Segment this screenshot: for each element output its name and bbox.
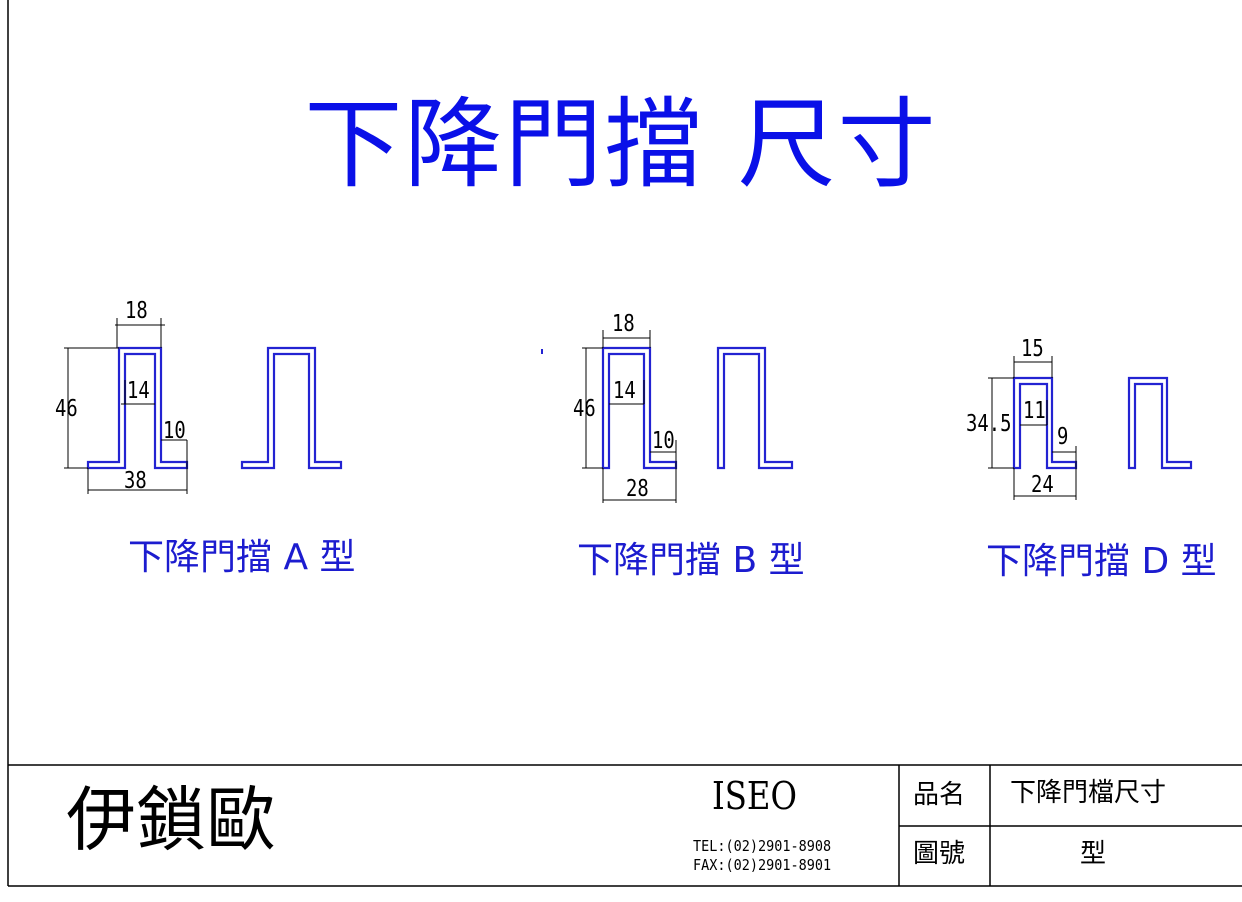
caption-profile-a: 下降門擋 A 型 (128, 537, 356, 578)
dim-d-top-label: 15 (1021, 336, 1044, 362)
tel-number: TEL:(02)2901-8908 (693, 837, 832, 855)
fax-number: FAX:(02)2901-8901 (693, 856, 832, 874)
dim-a-inner-label: 14 (127, 378, 150, 404)
dim-a-base-label: 38 (124, 468, 147, 494)
dim-a-lip-label: 10 (163, 418, 186, 444)
drawing-number-label: 圖號 (913, 839, 966, 869)
profile-a-section (86, 346, 189, 470)
product-name-value: 下降門檔尺寸 (1010, 778, 1167, 808)
dim-a-height-label: 46 (55, 396, 78, 422)
profile-a-outline (240, 346, 343, 470)
drawing-number-value: 型 (1080, 839, 1107, 869)
drawing-title: 下降門擋 尺寸 (304, 88, 938, 202)
dim-a-top-label: 18 (125, 298, 148, 324)
dim-b-lip-label: 10 (652, 428, 675, 454)
dim-b-inner-label: 14 (613, 378, 636, 404)
dim-b-base-label: 28 (626, 476, 649, 502)
profile-b-outline (716, 346, 794, 470)
dim-d-height-label: 34.5 (966, 411, 1012, 437)
product-name-label: 品名 (913, 780, 966, 810)
company-name: 伊鎖歐 (66, 779, 276, 861)
dim-d-inner-label: 11 (1023, 398, 1046, 424)
caption-profile-b: 下降門擋 B 型 (577, 540, 805, 581)
brand-name: ISEO (712, 774, 797, 818)
dim-b-height-label: 46 (573, 396, 596, 422)
dim-d-lip-label: 9 (1057, 424, 1069, 450)
profile-d-outline (1127, 376, 1193, 470)
dim-d-base-label: 24 (1031, 472, 1054, 498)
caption-profile-d: 下降門擋 D 型 (986, 541, 1217, 582)
dim-b-top-label: 18 (612, 311, 635, 337)
